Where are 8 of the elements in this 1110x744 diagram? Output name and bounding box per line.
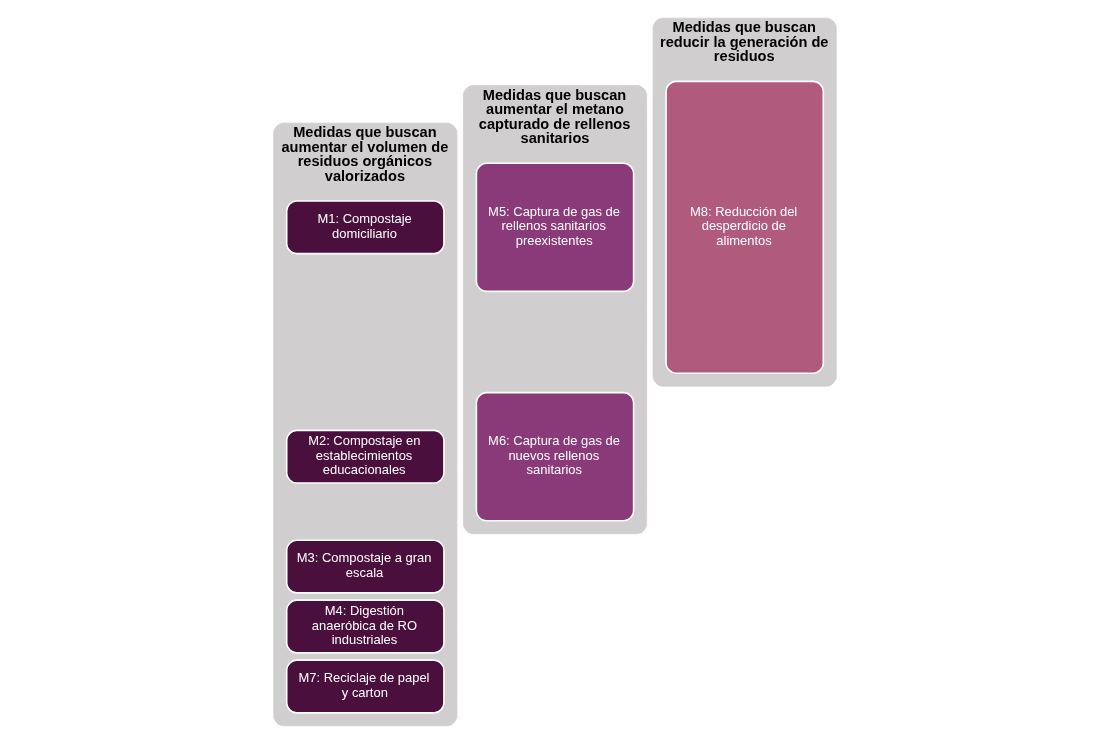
node-box: M6: Captura de gas de nuevos rellenos sanitarios [475,391,635,522]
node-box: M4: Digestión anaeróbica de RO industriales [285,599,445,654]
node-box: M7: Reciclaje de papel y carton [285,659,445,714]
node-box: M5: Captura de gas de rellenos sanitarios preexistentes [475,162,635,293]
node-box: M8: Reducción del desperdicio de alimentos [665,80,825,375]
node-box: M3: Compostaje a gran escala [285,539,445,594]
node-box: M2: Compostaje en establecimientos educacionales [285,429,445,484]
node-box: M1: Compostaje domiciliario [285,200,445,255]
